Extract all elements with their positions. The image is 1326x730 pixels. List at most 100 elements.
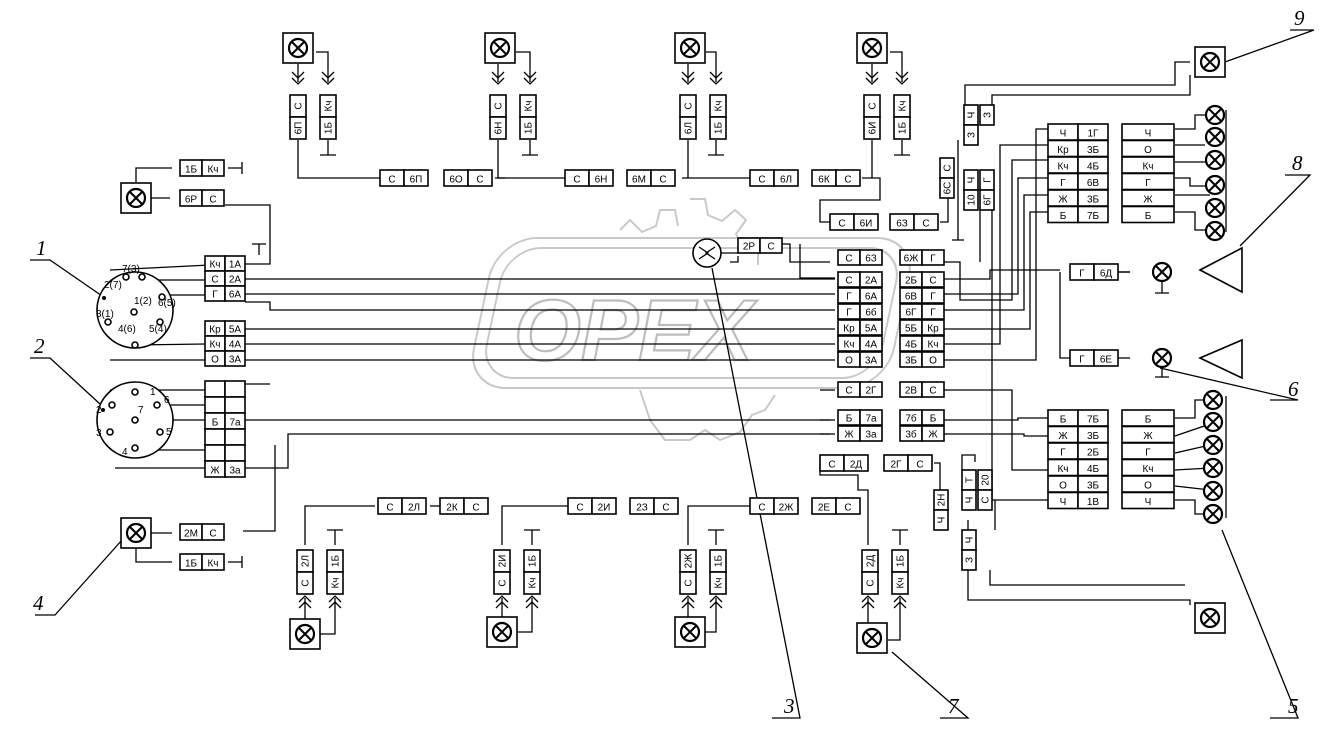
connector-label: С xyxy=(844,175,851,186)
pin-label: 7 xyxy=(138,405,144,416)
connector-label: С xyxy=(767,242,774,253)
connector-label: 2Б xyxy=(1087,448,1100,459)
socket-2: 1 2 3 4 5 6 7 xyxy=(96,381,174,459)
connector-label: З xyxy=(967,132,978,138)
connector: Г xyxy=(1121,442,1175,460)
connector-label: С xyxy=(828,460,835,471)
connector-label: Кч xyxy=(209,340,220,351)
connector-label: Ч xyxy=(967,112,978,119)
connector-label: 3А xyxy=(865,356,878,367)
connector: З xyxy=(979,104,995,126)
connector-label: Ч xyxy=(1060,497,1067,508)
connector-label: С xyxy=(209,195,216,206)
connector-label: Ч xyxy=(937,517,948,524)
connector-label: 6И xyxy=(868,122,879,135)
connector-label: 6З xyxy=(896,219,908,230)
connector-label: 2Ж xyxy=(779,503,795,514)
connector: 2Р С xyxy=(737,237,783,254)
lamp-icon xyxy=(1193,45,1227,79)
connector-label: 3Б xyxy=(905,356,918,367)
connector-label: 1Б xyxy=(528,555,539,568)
connector-label: 4Б xyxy=(1087,464,1100,475)
connector-label: 7Б xyxy=(1087,211,1100,222)
connector-label: С xyxy=(845,254,852,265)
connector-label: 1Б xyxy=(714,122,725,135)
connector-label: 6Р xyxy=(185,195,198,206)
connector-label: О xyxy=(1144,145,1152,156)
connector: С6Н xyxy=(489,94,507,140)
connector-label: 6Е xyxy=(1100,355,1113,366)
connector-label: 2Б xyxy=(905,276,918,287)
connector-label: 4Б xyxy=(905,340,918,351)
connector-label: 1Б xyxy=(324,122,335,135)
pin-label: 7(3) xyxy=(122,264,140,275)
connector: Ч10 xyxy=(963,169,979,211)
connector-label: 7а xyxy=(865,414,877,425)
connector: Ж xyxy=(1121,189,1175,207)
connector-label: С xyxy=(758,175,765,186)
connector-label: С xyxy=(868,102,879,109)
socket-1: 7(3) 2(7) 1(2) 6(5) 3(1) 4(6) 5(4) xyxy=(96,264,176,349)
connector: 2ИС xyxy=(493,549,511,595)
callout-label: 7 xyxy=(948,694,960,718)
connector-label: С xyxy=(922,219,929,230)
lamp-icon xyxy=(855,31,889,65)
connector-label: 7б xyxy=(905,413,917,425)
connector-label: Ч xyxy=(1060,129,1067,140)
lamp-icon xyxy=(288,617,322,651)
connector-label: 3б xyxy=(905,429,917,441)
buzzer xyxy=(692,238,739,268)
callout-label: 9 xyxy=(1294,6,1305,30)
connector: ТЧ xyxy=(961,469,977,511)
connector-label: Т xyxy=(965,477,976,483)
connector-label: 2Р xyxy=(743,242,756,253)
connector-label: Кч xyxy=(1057,162,1068,173)
connector-label: 6Г xyxy=(983,194,994,206)
connector-label: Кч xyxy=(207,559,218,570)
connector-label: С xyxy=(294,102,305,109)
connector-label: 2Г xyxy=(891,460,903,471)
connector-label: С xyxy=(498,579,509,586)
lamp-icon xyxy=(1202,503,1224,525)
connector: 6Р С xyxy=(179,189,225,207)
wires xyxy=(30,29,1315,719)
connector-label: 6б xyxy=(865,307,877,319)
connector-label: Кч xyxy=(528,577,539,588)
connector-label: С xyxy=(943,164,954,171)
lamp-icon xyxy=(1202,434,1224,456)
reflector-icon xyxy=(1198,246,1243,294)
connector-label: 2Н xyxy=(937,494,948,507)
connector: 6З С xyxy=(889,213,939,231)
pin-label: 1 xyxy=(150,387,156,398)
connector-label: 3Б xyxy=(1087,195,1100,206)
connector-label: 2Е xyxy=(818,503,831,514)
connector-label: С xyxy=(659,175,666,186)
connector-label: 6В xyxy=(905,292,918,303)
connector-label: 6И xyxy=(860,219,873,230)
connector-label: С xyxy=(494,102,505,109)
connector-label: С xyxy=(388,175,395,186)
callout-label: 8 xyxy=(1292,151,1303,175)
connector-label: Кч xyxy=(1142,464,1153,475)
connector-label: Г xyxy=(212,290,218,301)
connector xyxy=(204,396,246,414)
connector-label: Кч xyxy=(524,100,535,111)
connector-label: С xyxy=(684,102,695,109)
